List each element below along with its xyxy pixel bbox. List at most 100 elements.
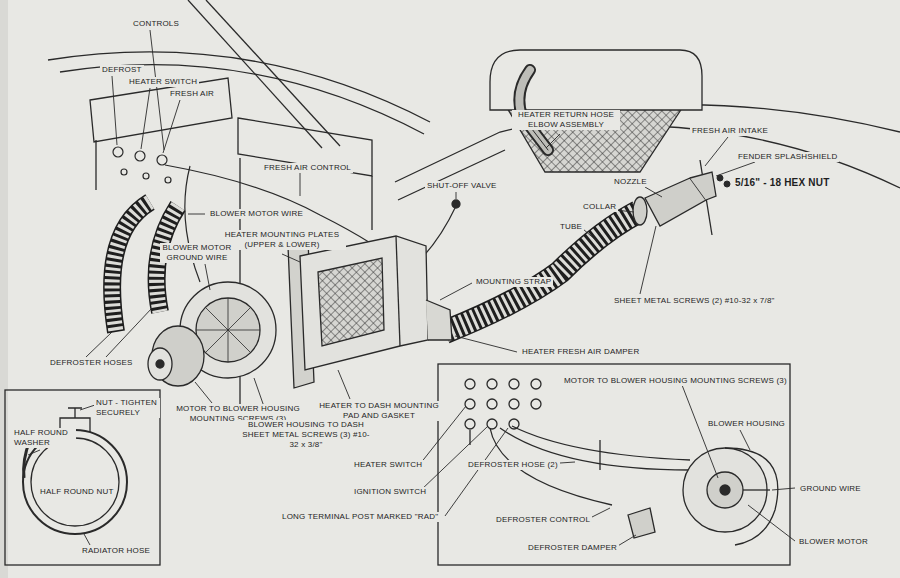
radiator-hose-inset (5, 390, 160, 565)
paper-edge (0, 0, 8, 578)
part-label: BLOWER HOUSING TO DASH SHEET METAL SCREW… (236, 420, 376, 450)
heater-core (452, 200, 460, 208)
control-knobs (143, 173, 149, 179)
leader-lines (682, 385, 718, 478)
leader-lines (188, 214, 205, 215)
leader-lines (28, 30, 795, 547)
leader-lines (740, 430, 750, 450)
part-label: HALF ROUND WASHER (12, 428, 76, 448)
leader-lines (338, 370, 350, 399)
part-label: CONTROLS (131, 19, 181, 29)
leader-lines (645, 187, 662, 197)
part-label: HEATER TO DASH MOUNTING PAD AND GASKET (313, 401, 445, 421)
control-knobs (135, 151, 145, 161)
leader-lines (195, 382, 212, 403)
part-label: LONG TERMINAL POST MARKED "RAD" (280, 512, 440, 522)
control-knobs (121, 169, 127, 175)
part-label: HEATER FRESH AIR DAMPER (520, 347, 641, 357)
blower (196, 298, 260, 362)
heater-core (426, 300, 452, 340)
heater-core (318, 258, 384, 346)
leader-lines (748, 505, 795, 541)
part-label: NUT - TIGHTEN SECURELY (94, 398, 160, 418)
part-label: SHEET METAL SCREWS (2) #10-32 x 7/8" (612, 296, 777, 306)
car-body (48, 0, 900, 420)
control-knobs (113, 147, 171, 183)
part-label: GROUND WIRE (798, 484, 863, 494)
part-label: FRESH AIR CONTROL (262, 163, 353, 173)
part-label: FRESH AIR INTAKE (690, 126, 770, 136)
part-label: FENDER SPLASHSHIELD (736, 152, 839, 162)
switch-inset (438, 364, 790, 565)
cables (185, 166, 200, 282)
heater-core (300, 236, 428, 370)
leader-lines (640, 226, 656, 294)
part-label: BLOWER MOTOR (797, 537, 870, 547)
control-knobs (157, 155, 167, 165)
switch-inset (465, 399, 475, 409)
part-label: IGNITION SWITCH (352, 487, 428, 497)
nozzle (690, 172, 716, 200)
car-body (371, 176, 372, 230)
leader-lines (282, 254, 300, 262)
part-label: FRESH AIR (168, 89, 216, 99)
blower (196, 298, 260, 362)
switch-inset (531, 379, 541, 389)
heater-core (288, 200, 460, 388)
air-cleaner (490, 50, 702, 172)
leader-lines (141, 88, 150, 149)
switch-inset (465, 379, 475, 389)
part-label: HEATER SWITCH (127, 77, 199, 87)
blower (156, 360, 164, 368)
defroster-hoses (112, 202, 150, 332)
switch-inset (487, 399, 497, 409)
switch-inset (487, 379, 497, 389)
switch-inset (707, 472, 743, 508)
part-label: DEFROST (100, 65, 144, 75)
blower (148, 348, 172, 380)
leader-lines (445, 428, 508, 516)
part-label: 5/16" - 18 HEX NUT (733, 177, 831, 189)
part-label: DEFROSTER CONTROL (494, 515, 592, 525)
car-body (60, 65, 424, 134)
defroster-hoses (112, 202, 150, 332)
leader-lines (455, 336, 517, 352)
leader-lines (616, 535, 636, 547)
defroster-hoses (112, 202, 178, 332)
leader-lines (106, 308, 152, 357)
leader-lines (150, 30, 164, 150)
car-body (95, 140, 96, 190)
hex-nut (724, 181, 730, 187)
switch-inset (628, 508, 655, 538)
part-label: HEATER RETURN HOSE ELBOW ASSEMBLY (512, 110, 620, 130)
blower (148, 282, 276, 386)
part-label: COLLAR (581, 202, 618, 212)
switch-inset (512, 426, 690, 460)
part-label: RADIATOR HOSE (80, 546, 152, 556)
leader-lines (705, 137, 728, 166)
part-label: NOZZLE (612, 177, 649, 187)
heater-core (396, 236, 400, 346)
car-body (90, 78, 232, 142)
car-body (238, 118, 372, 176)
part-label: HALF ROUND NUT (38, 487, 115, 497)
radiator-hose-inset (5, 390, 160, 565)
control-knobs (165, 177, 171, 183)
leader-lines (86, 332, 112, 357)
part-label: DEFROSTER HOSE (2) (466, 460, 560, 470)
hex-nut (717, 175, 730, 187)
leader-lines (28, 450, 40, 455)
radiator-hose-inset (31, 438, 119, 526)
radiator-hose-inset (68, 408, 82, 418)
part-label: DEFROSTER HOSES (48, 358, 135, 368)
nozzle (633, 197, 647, 225)
car-body (48, 52, 430, 122)
leader-lines (546, 134, 560, 148)
leader-lines (163, 100, 180, 153)
switch-inset (531, 399, 541, 409)
leader-lines (772, 488, 795, 490)
leader-lines (440, 283, 472, 300)
part-label: SHUT-OFF VALVE (425, 181, 499, 191)
switch-inset (465, 419, 475, 429)
